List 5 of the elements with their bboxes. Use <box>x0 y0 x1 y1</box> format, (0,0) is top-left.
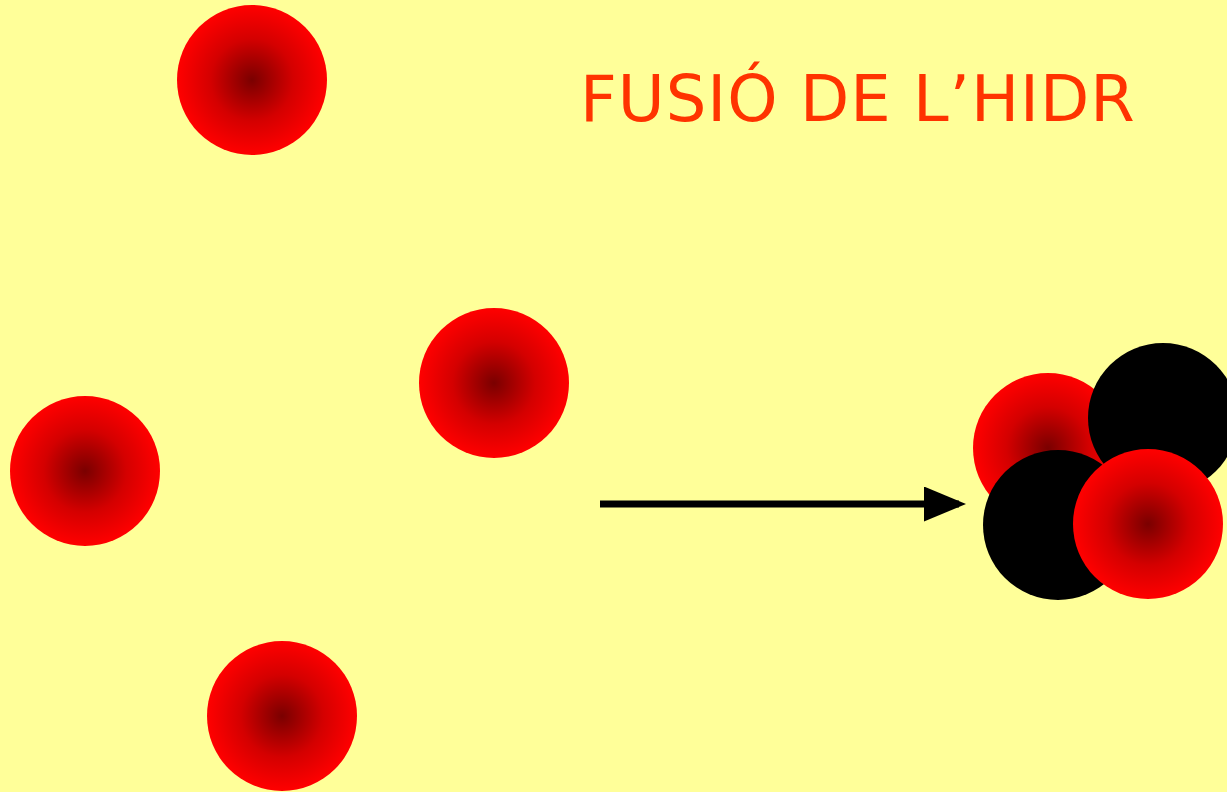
title: FUSIÓ DE L’HIDR <box>580 62 1137 136</box>
proton-circle <box>177 5 327 155</box>
proton-circle <box>207 641 357 791</box>
proton-circle <box>419 308 569 458</box>
proton-circle <box>10 396 160 546</box>
